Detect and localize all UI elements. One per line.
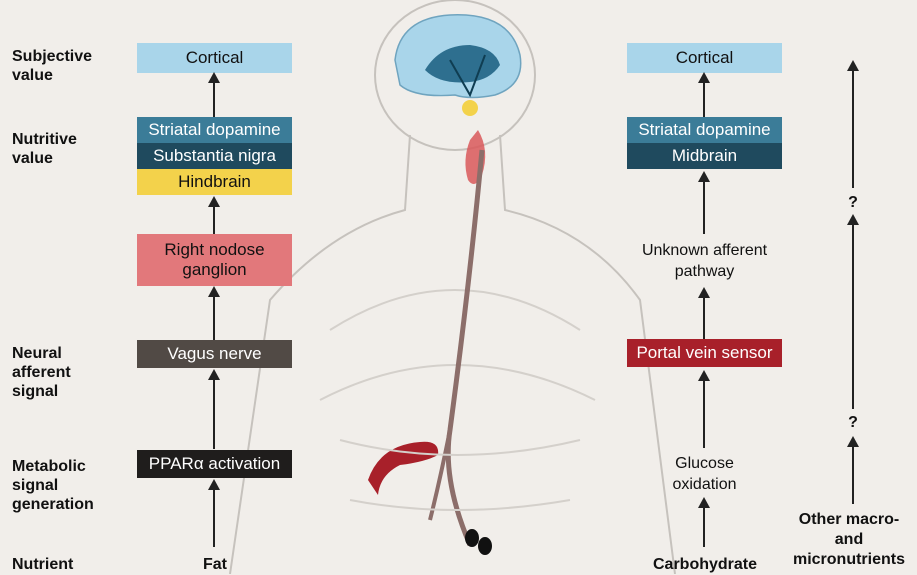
fat-substantia-nigra-box: Substantia nigra: [137, 143, 292, 169]
label-nutrient: Nutrient: [12, 555, 73, 574]
other-arrow-middle: [852, 224, 854, 409]
fat-ppar-activation-box: PPARα activation: [137, 450, 292, 478]
label-subjective-value: Subjective value: [12, 47, 122, 85]
body-outline: [230, 135, 675, 574]
intestine: [368, 442, 438, 495]
other-unknown-marker-1: ?: [843, 192, 863, 213]
carb-arrow-to-cortical: [703, 82, 705, 117]
carb-arrow-to-glucose: [703, 507, 705, 547]
fat-nodose-ganglion-box: Right nodose ganglion: [137, 234, 292, 286]
carb-portal-vein-sensor-box: Portal vein sensor: [627, 339, 782, 367]
other-nutrient-label: Other macro- and micronutrients: [783, 510, 915, 570]
carb-glucose-oxidation-label: Glucose oxidation: [647, 453, 762, 495]
carb-arrow-to-portal: [703, 380, 705, 448]
carb-unknown-afferent-label: Unknown afferent pathway: [637, 240, 772, 282]
label-neural-afferent-signal: Neural afferent signal: [12, 344, 92, 401]
vagus-nerve-line: [448, 150, 482, 545]
carb-nutrient-label: Carbohydrate: [640, 554, 770, 575]
gut-ganglion-1: [465, 529, 479, 547]
fat-arrow-to-cortical: [213, 82, 215, 117]
fat-vagus-nerve-box: Vagus nerve: [137, 340, 292, 368]
other-unknown-marker-2: ?: [843, 412, 863, 433]
carb-cortical-box: Cortical: [627, 43, 782, 73]
other-arrow-bottom: [852, 446, 854, 504]
other-arrow-top: [852, 70, 854, 188]
carb-arrow-to-midbrain: [703, 181, 705, 234]
carb-arrow-to-unknown: [703, 297, 705, 339]
hindbrain-marker: [462, 100, 478, 116]
fat-arrow-to-nodose: [213, 296, 215, 340]
fat-striatal-dopamine-box: Striatal dopamine: [137, 117, 292, 143]
fat-arrow-to-ppar: [213, 489, 215, 547]
fat-arrow-to-vagus: [213, 379, 215, 449]
fat-hindbrain-box: Hindbrain: [137, 169, 292, 195]
fat-cortical-box: Cortical: [137, 43, 292, 73]
fat-nutrient-label: Fat: [180, 554, 250, 575]
carb-midbrain-box: Midbrain: [627, 143, 782, 169]
fat-arrow-to-hindbrain: [213, 206, 215, 234]
gut-ganglion-2: [478, 537, 492, 555]
carb-striatal-dopamine-box: Striatal dopamine: [627, 117, 782, 143]
label-metabolic-signal-generation: Metabolic signal generation: [12, 457, 112, 514]
label-nutritive-value: Nutritive value: [12, 130, 112, 168]
